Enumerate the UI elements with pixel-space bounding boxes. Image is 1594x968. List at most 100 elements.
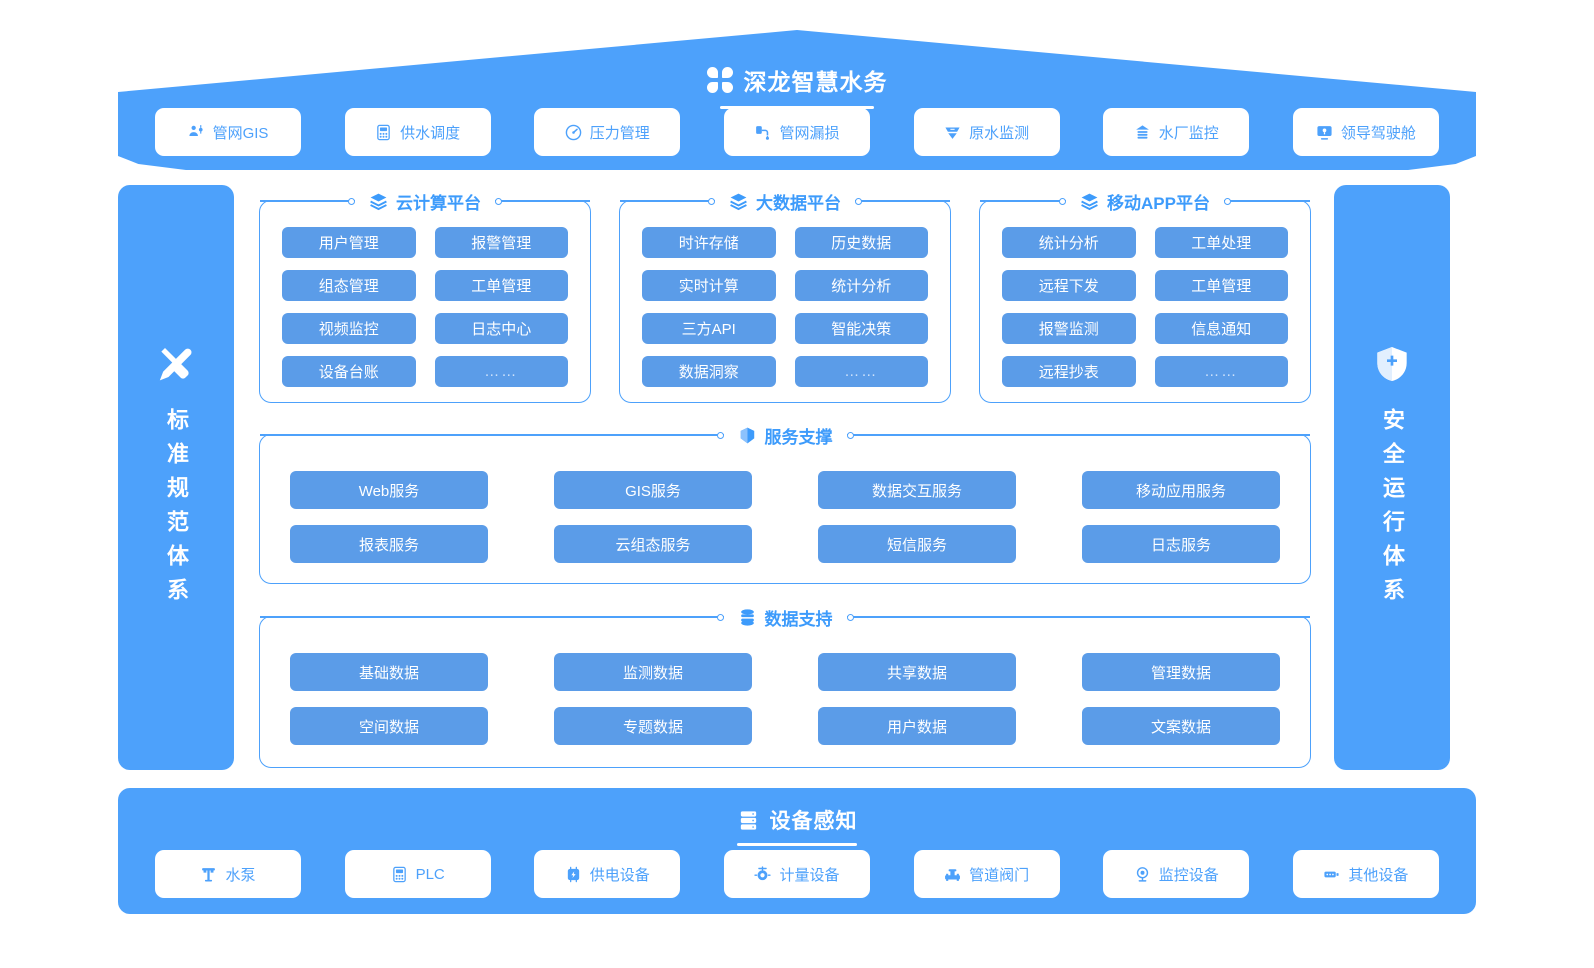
nav-item-label: 水厂监控 [1158,124,1219,142]
tile[interactable]: 监测数据 [554,653,752,691]
left-pillar-label: 标准规范体系 [164,407,189,612]
footer-item-camera[interactable]: 监控设备 [1103,850,1250,898]
connector-dot-right [495,197,502,205]
tile-more[interactable]: …… [1154,356,1288,387]
nav-item-label: 供水调度 [400,124,461,142]
footer-item-water-pump[interactable]: 水泵 [155,850,301,898]
connector-dot-right [855,197,862,205]
footer-item-metering-device[interactable]: 计量设备 [723,850,870,898]
tile[interactable]: 远程抄表 [1002,356,1136,387]
tile[interactable]: 实时计算 [642,270,776,301]
metering-device-icon [754,865,772,880]
tile[interactable]: 工单处理 [1154,227,1288,258]
tile[interactable]: 视频监控 [282,313,416,344]
tile[interactable]: 用户数据 [818,707,1016,745]
connector-dot-left [348,197,355,205]
tile[interactable]: 空间数据 [290,707,488,745]
tile-more[interactable]: …… [794,356,928,387]
nav-item-leader-cockpit[interactable]: 领导驾驶舱 [1292,108,1439,156]
header-nav: 管网GIS 供水调度 压力管理 管网漏损 [118,108,1476,156]
tile[interactable]: 智能决策 [794,313,928,344]
footer-title: 设备感知 [769,810,858,833]
tile[interactable]: 报表服务 [290,525,488,563]
panel-title: 数据支持 [723,604,847,630]
nav-item-label: 原水监测 [969,124,1030,142]
tile[interactable]: 日志服务 [1082,525,1280,563]
tile[interactable]: 短信服务 [818,525,1016,563]
connector-dot-right [846,431,854,439]
tile[interactable]: 远程下发 [1002,270,1136,301]
footer-item-label: 管道阀门 [969,866,1030,884]
footer-device-sensing: 设备感知 水泵 PLC [118,788,1476,914]
tile[interactable]: GIS服务 [554,471,752,509]
footer-item-power-supply[interactable]: 供电设备 [534,850,681,898]
layers-icon [370,193,387,210]
nav-item-raw-water-monitor[interactable]: 原水监测 [913,108,1060,156]
waterworks-monitor-icon [1135,124,1149,139]
tile[interactable]: Web服务 [290,471,488,509]
tile[interactable]: 报警管理 [434,227,568,258]
tile[interactable]: 三方API [642,313,776,344]
footer-item-pipe-valve[interactable]: 管道阀门 [913,850,1060,898]
footer-item-other-device[interactable]: 其他设备 [1292,850,1439,898]
panel-header: 移动APP平台 [980,188,1311,214]
tile[interactable]: 云组态服务 [554,525,752,563]
pipe-leakage-icon [756,125,770,140]
footer-item-label: PLC [415,865,445,883]
layers-icon [1081,193,1098,210]
connector-dot-left [708,197,715,205]
tile[interactable]: 工单管理 [1154,270,1288,301]
raw-water-monitor-icon [945,127,960,139]
footer-item-label: 其他设备 [1348,866,1409,884]
nav-item-pipe-network-gis[interactable]: 管网GIS [155,108,301,156]
tile-more[interactable]: …… [434,356,568,387]
tile[interactable]: 数据交互服务 [818,471,1016,509]
clover-logo-icon [706,67,733,93]
tile[interactable]: 时许存储 [642,227,776,258]
tile-grid: 基础数据 监测数据 共享数据 管理数据 空间数据 专题数据 用户数据 文案数据 [290,653,1280,745]
water-pump-icon [202,867,216,882]
panel-title: 大数据平台 [715,188,855,214]
tile[interactable]: 报警监测 [1002,313,1136,344]
tile[interactable]: 历史数据 [794,227,928,258]
nav-item-pressure-management[interactable]: 压力管理 [534,108,681,156]
tile[interactable]: 日志中心 [434,313,568,344]
panel-service-support: 服务支撑 Web服务 GIS服务 数据交互服务 移动应用服务 报表服务 云组态服… [259,422,1311,584]
nav-item-waterworks-monitor[interactable]: 水厂监控 [1103,108,1250,156]
tile-grid: 时许存储 历史数据 实时计算 统计分析 三方API 智能决策 数据洞察 …… [642,227,928,387]
footer-item-label: 计量设备 [779,866,840,884]
tile[interactable]: 工单管理 [434,270,568,301]
footer-nav: 水泵 PLC 供电设备 [118,850,1476,898]
footer-item-plc[interactable]: PLC [344,850,491,898]
nav-item-pipe-leakage[interactable]: 管网漏损 [723,108,870,156]
app-title-block: 深龙智慧水务 [118,63,1476,109]
tile[interactable]: 基础数据 [290,653,488,691]
tile[interactable]: 设备台账 [282,356,416,387]
tile[interactable]: 信息通知 [1154,313,1288,344]
tile-grid: 用户管理 报警管理 组态管理 工单管理 视频监控 日志中心 设备台账 …… [282,227,568,387]
panel-header: 云计算平台 [260,188,590,214]
tile[interactable]: 共享数据 [818,653,1016,691]
panel-title-label: 云计算平台 [396,193,481,213]
nav-item-water-supply-dispatch[interactable]: 供水调度 [344,108,491,156]
tile[interactable]: 专题数据 [554,707,752,745]
footer-item-label: 监控设备 [1158,866,1219,884]
tile[interactable]: 统计分析 [794,270,928,301]
panel-title-label: 数据支持 [764,609,833,629]
left-pillar-standards: 标准规范体系 [118,185,234,770]
database-icon [740,608,754,626]
tile[interactable]: 统计分析 [1002,227,1136,258]
tile[interactable]: 组态管理 [282,270,416,301]
connector-dot-right [846,613,854,621]
tile[interactable]: 用户管理 [282,227,416,258]
tile[interactable]: 移动应用服务 [1082,471,1280,509]
panel-title-label: 大数据平台 [756,193,841,213]
pipe-network-gis-icon [188,124,203,136]
tile[interactable]: 管理数据 [1082,653,1280,691]
tile[interactable]: 数据洞察 [642,356,776,387]
footer-title-block: 设备感知 [118,805,1476,846]
nav-item-label: 领导驾驶舱 [1340,124,1416,142]
panel-title: 服务支撑 [723,422,847,448]
tile[interactable]: 文案数据 [1082,707,1280,745]
connector-dot-left [1059,197,1067,205]
